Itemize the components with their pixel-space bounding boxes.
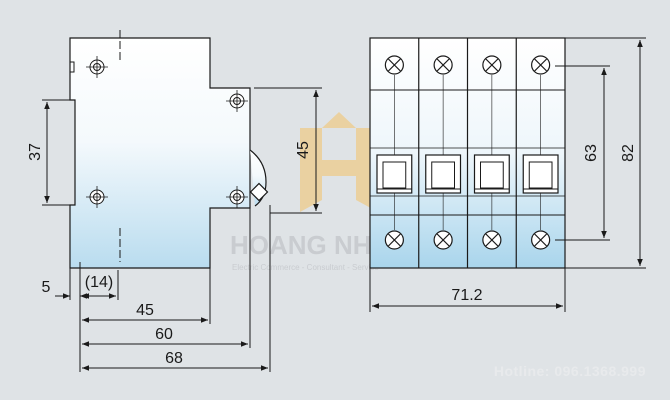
terminal-screw-icon bbox=[384, 55, 404, 75]
hotline-text: Hotline: 096.1368.999 bbox=[494, 363, 646, 379]
terminal-screw-icon bbox=[433, 230, 453, 250]
din-clip-tab bbox=[249, 182, 269, 202]
dim-82 bbox=[565, 37, 646, 269]
pole-group bbox=[376, 38, 559, 268]
dim-82-label: 82 bbox=[620, 144, 637, 162]
toggle-handle bbox=[522, 154, 559, 194]
watermark-tagline: Electric Commerce - Consultant - Service bbox=[232, 263, 379, 272]
terminal-screw-icon bbox=[482, 230, 502, 250]
dim-63 bbox=[555, 65, 610, 241]
screw-icon bbox=[226, 186, 248, 208]
dim-68-label: 68 bbox=[165, 350, 183, 367]
dim-45-vertical bbox=[254, 87, 322, 214]
front-view: 71.2 63 82 bbox=[369, 37, 646, 312]
dim-37 bbox=[42, 99, 72, 206]
screw-icon bbox=[86, 186, 108, 208]
toggle-handle bbox=[376, 154, 413, 194]
terminal-screw-icon bbox=[531, 230, 551, 250]
brand-logo bbox=[300, 112, 378, 212]
screw-icon bbox=[226, 90, 248, 112]
dim-37-label: 37 bbox=[27, 143, 44, 161]
dim-14-label: (14) bbox=[85, 274, 113, 291]
screw-icon bbox=[86, 56, 108, 78]
side-view-notch bbox=[70, 61, 75, 73]
terminal-screw-icon bbox=[482, 55, 502, 75]
terminal-screw-icon bbox=[531, 55, 551, 75]
toggle-handle bbox=[473, 154, 510, 194]
dim-60-label: 60 bbox=[155, 326, 173, 343]
dim-5-label: 5 bbox=[42, 279, 51, 296]
side-view: 37 45 5 (14) bbox=[27, 30, 322, 372]
dim-71-2 bbox=[369, 268, 566, 312]
dim-45-vertical-label: 45 bbox=[295, 141, 312, 159]
terminal-screw-icon bbox=[433, 55, 453, 75]
dim-45-horizontal-label: 45 bbox=[136, 302, 154, 319]
side-extension-lines bbox=[69, 205, 271, 372]
toggle-handle bbox=[425, 154, 462, 194]
dim-71-2-label: 71.2 bbox=[451, 287, 482, 304]
dim-63-label: 63 bbox=[583, 144, 600, 162]
terminal-screw-icon bbox=[384, 230, 404, 250]
